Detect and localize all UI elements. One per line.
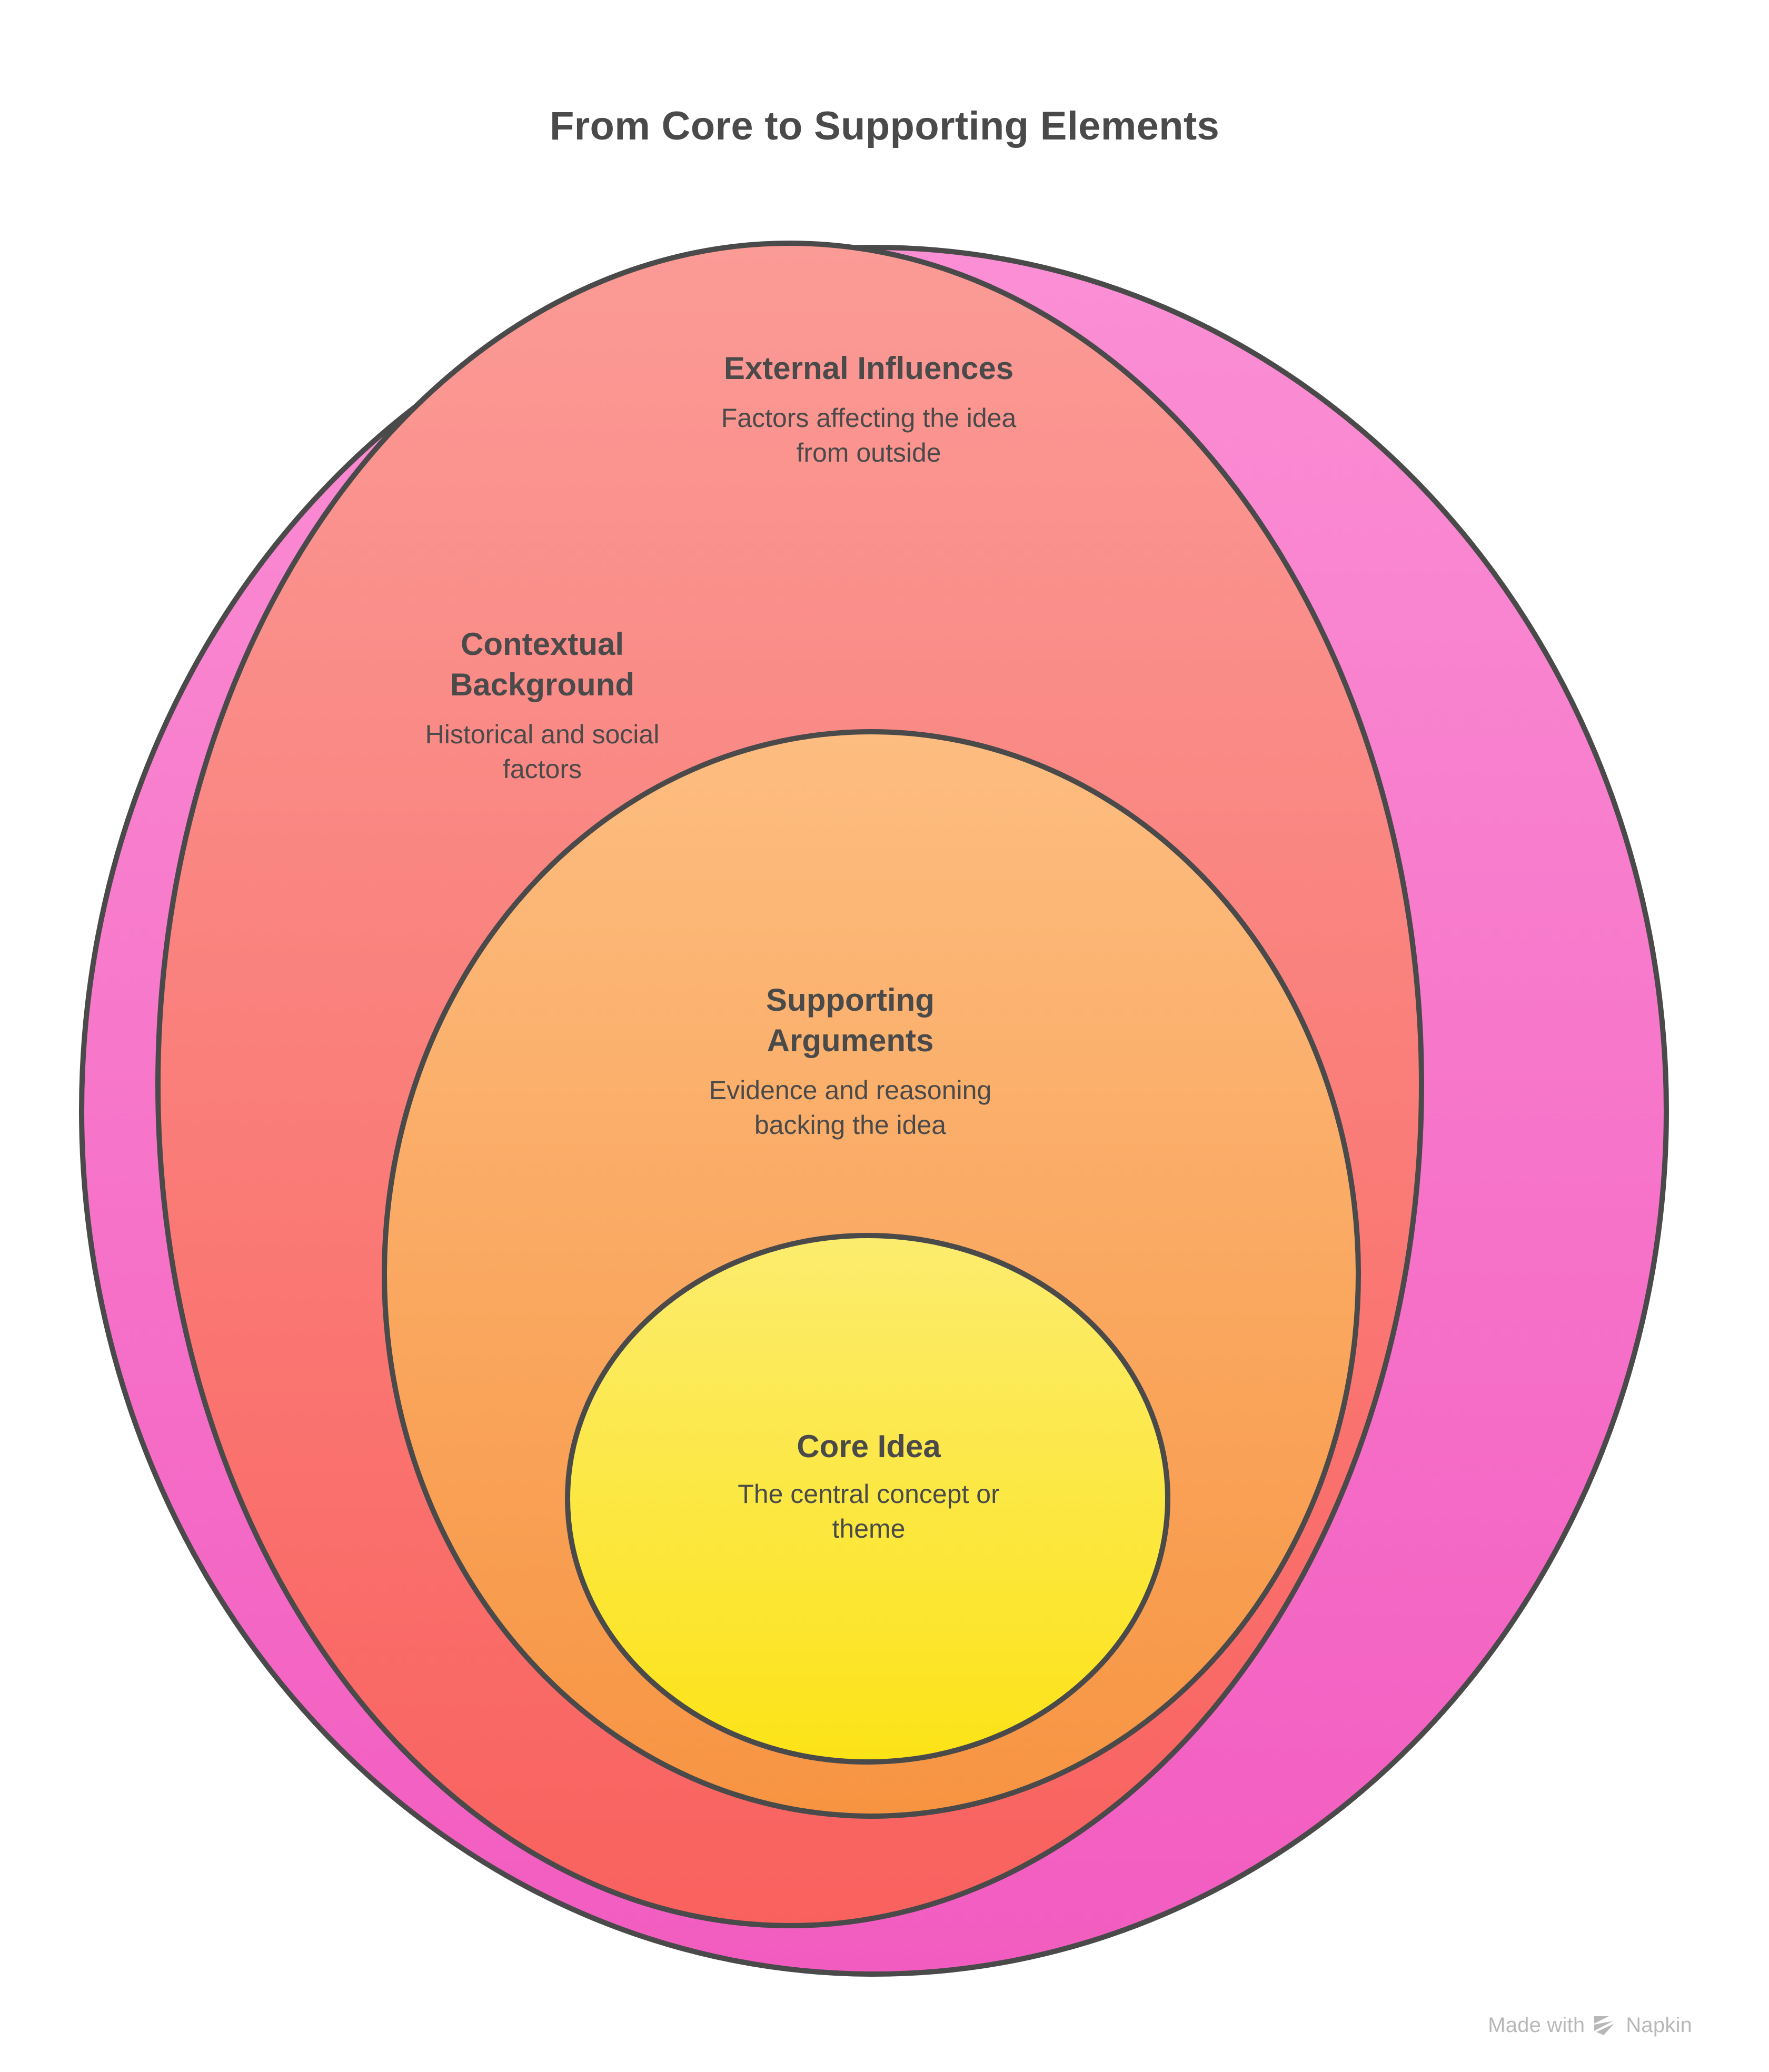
watermark-brand: Napkin (1626, 2014, 1692, 2037)
watermark-prefix: Made with (1488, 2014, 1585, 2037)
watermark: Made with Napkin (1488, 2014, 1692, 2037)
napkin-logo-icon (1594, 2016, 1615, 2035)
ellipse-core-idea[interactable] (565, 1233, 1170, 1765)
page-title: From Core to Supporting Elements (549, 104, 1220, 148)
